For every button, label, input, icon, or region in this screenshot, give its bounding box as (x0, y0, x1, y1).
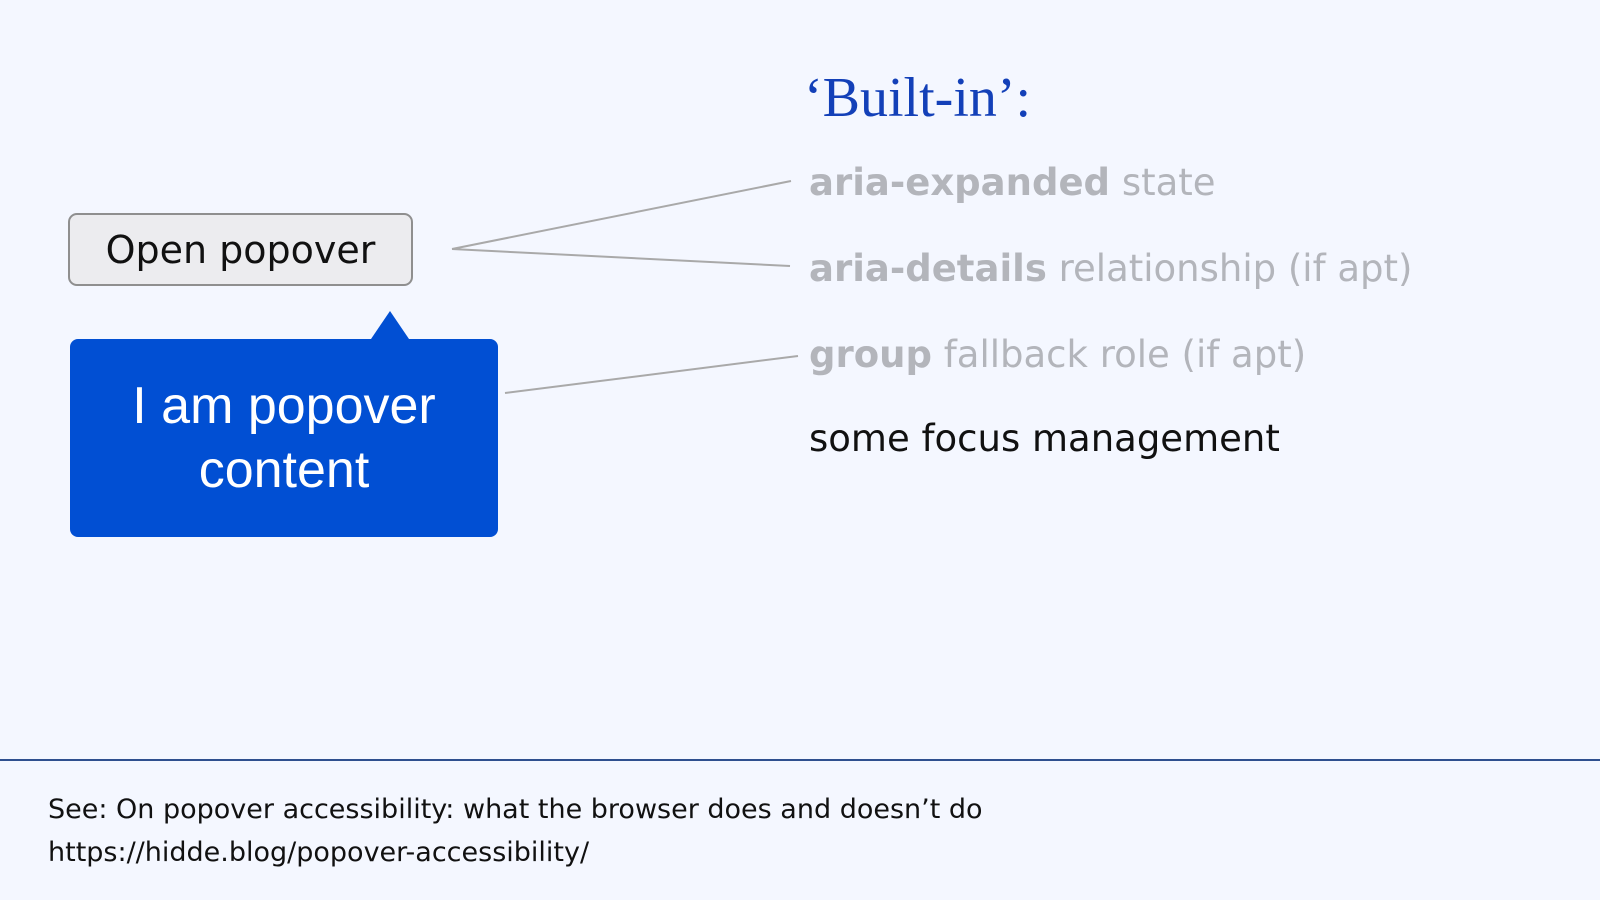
feature-description: relationship (if apt) (1058, 247, 1413, 290)
connector-line-details (451, 248, 791, 267)
popover-content: I am popover content (70, 339, 498, 537)
connector-line-group (504, 355, 799, 394)
feature-aria-expanded: aria-expanded state (809, 160, 1216, 206)
feature-term: aria-expanded (809, 161, 1111, 204)
slide-footer: See: On popover accessibility: what the … (48, 788, 983, 874)
open-popover-button[interactable]: Open popover (68, 213, 413, 286)
feature-term: group (809, 333, 932, 376)
feature-focus-management: some focus management (809, 416, 1280, 462)
popover-arrow (371, 311, 409, 339)
feature-description: state (1121, 161, 1216, 204)
feature-description: fallback role (if apt) (943, 333, 1307, 376)
feature-aria-details: aria-details relationship (if apt) (809, 246, 1412, 292)
footer-link[interactable]: https://hidde.blog/popover-accessibility… (48, 837, 590, 868)
feature-description: some focus management (809, 417, 1280, 460)
slide-heading: ‘Built-in’: (804, 67, 1032, 129)
footer-divider (0, 759, 1600, 761)
feature-term: aria-details (809, 247, 1047, 290)
feature-group-role: group fallback role (if apt) (809, 332, 1306, 378)
footer-reference: See: On popover accessibility: what the … (48, 794, 983, 825)
connector-line-expanded (451, 180, 792, 250)
